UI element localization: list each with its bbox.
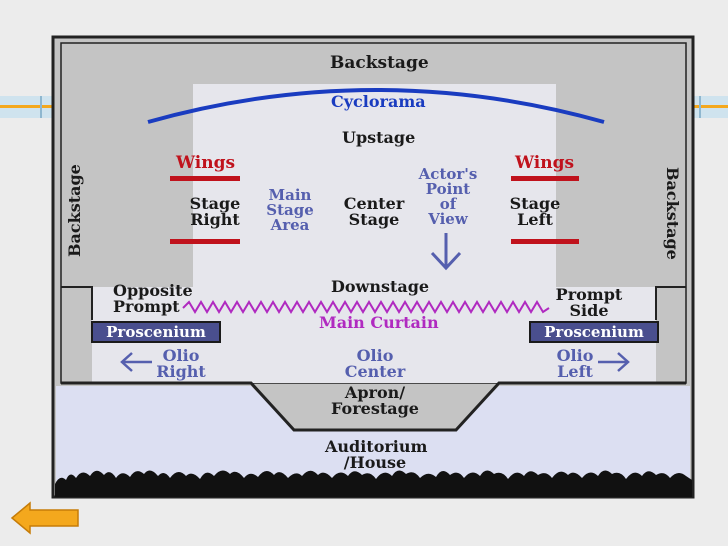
olio-left-arrow-icon bbox=[598, 352, 630, 372]
main-stage-floor bbox=[193, 84, 556, 287]
auditorium-floor bbox=[56, 386, 690, 488]
olio-floor bbox=[92, 318, 656, 383]
wing-bar-right-upper bbox=[511, 176, 579, 181]
audience-silhouette bbox=[55, 470, 692, 497]
wings-right-label: Wings bbox=[515, 153, 575, 173]
cyclorama-arc bbox=[147, 88, 605, 124]
down-arrow-icon bbox=[430, 233, 462, 271]
right-proscenium-wall bbox=[655, 286, 686, 320]
backstage-left-label: Backstage bbox=[65, 164, 84, 257]
main-curtain-line bbox=[182, 300, 550, 314]
upstage-label: Upstage bbox=[342, 128, 416, 147]
wing-bar-left-upper bbox=[170, 176, 240, 181]
slide-accent-left bbox=[0, 96, 52, 118]
left-proscenium-wall bbox=[61, 286, 93, 320]
wing-bar-right-lower bbox=[511, 239, 579, 244]
apron-forestage-label: Apron/Forestage bbox=[331, 383, 419, 418]
proscenium-left: Proscenium bbox=[91, 321, 221, 343]
wings-left-label: Wings bbox=[176, 153, 236, 173]
cyclorama-label: Cyclorama bbox=[331, 92, 426, 111]
left-arrow-icon[interactable] bbox=[10, 501, 82, 535]
downstage-label: Downstage bbox=[331, 277, 430, 296]
slide-accent-right bbox=[693, 96, 728, 118]
auditorium-house-label: Auditorium/House bbox=[325, 437, 428, 472]
main-curtain-label: Main Curtain bbox=[319, 313, 439, 332]
backstage-right-label: Backstage bbox=[663, 167, 682, 260]
olio-right-arrow-icon bbox=[120, 352, 152, 372]
proscenium-right: Proscenium bbox=[529, 321, 659, 343]
backstage-top-label: Backstage bbox=[330, 53, 429, 73]
wing-bar-left-lower bbox=[170, 239, 240, 244]
apron-edge bbox=[61, 381, 686, 432]
